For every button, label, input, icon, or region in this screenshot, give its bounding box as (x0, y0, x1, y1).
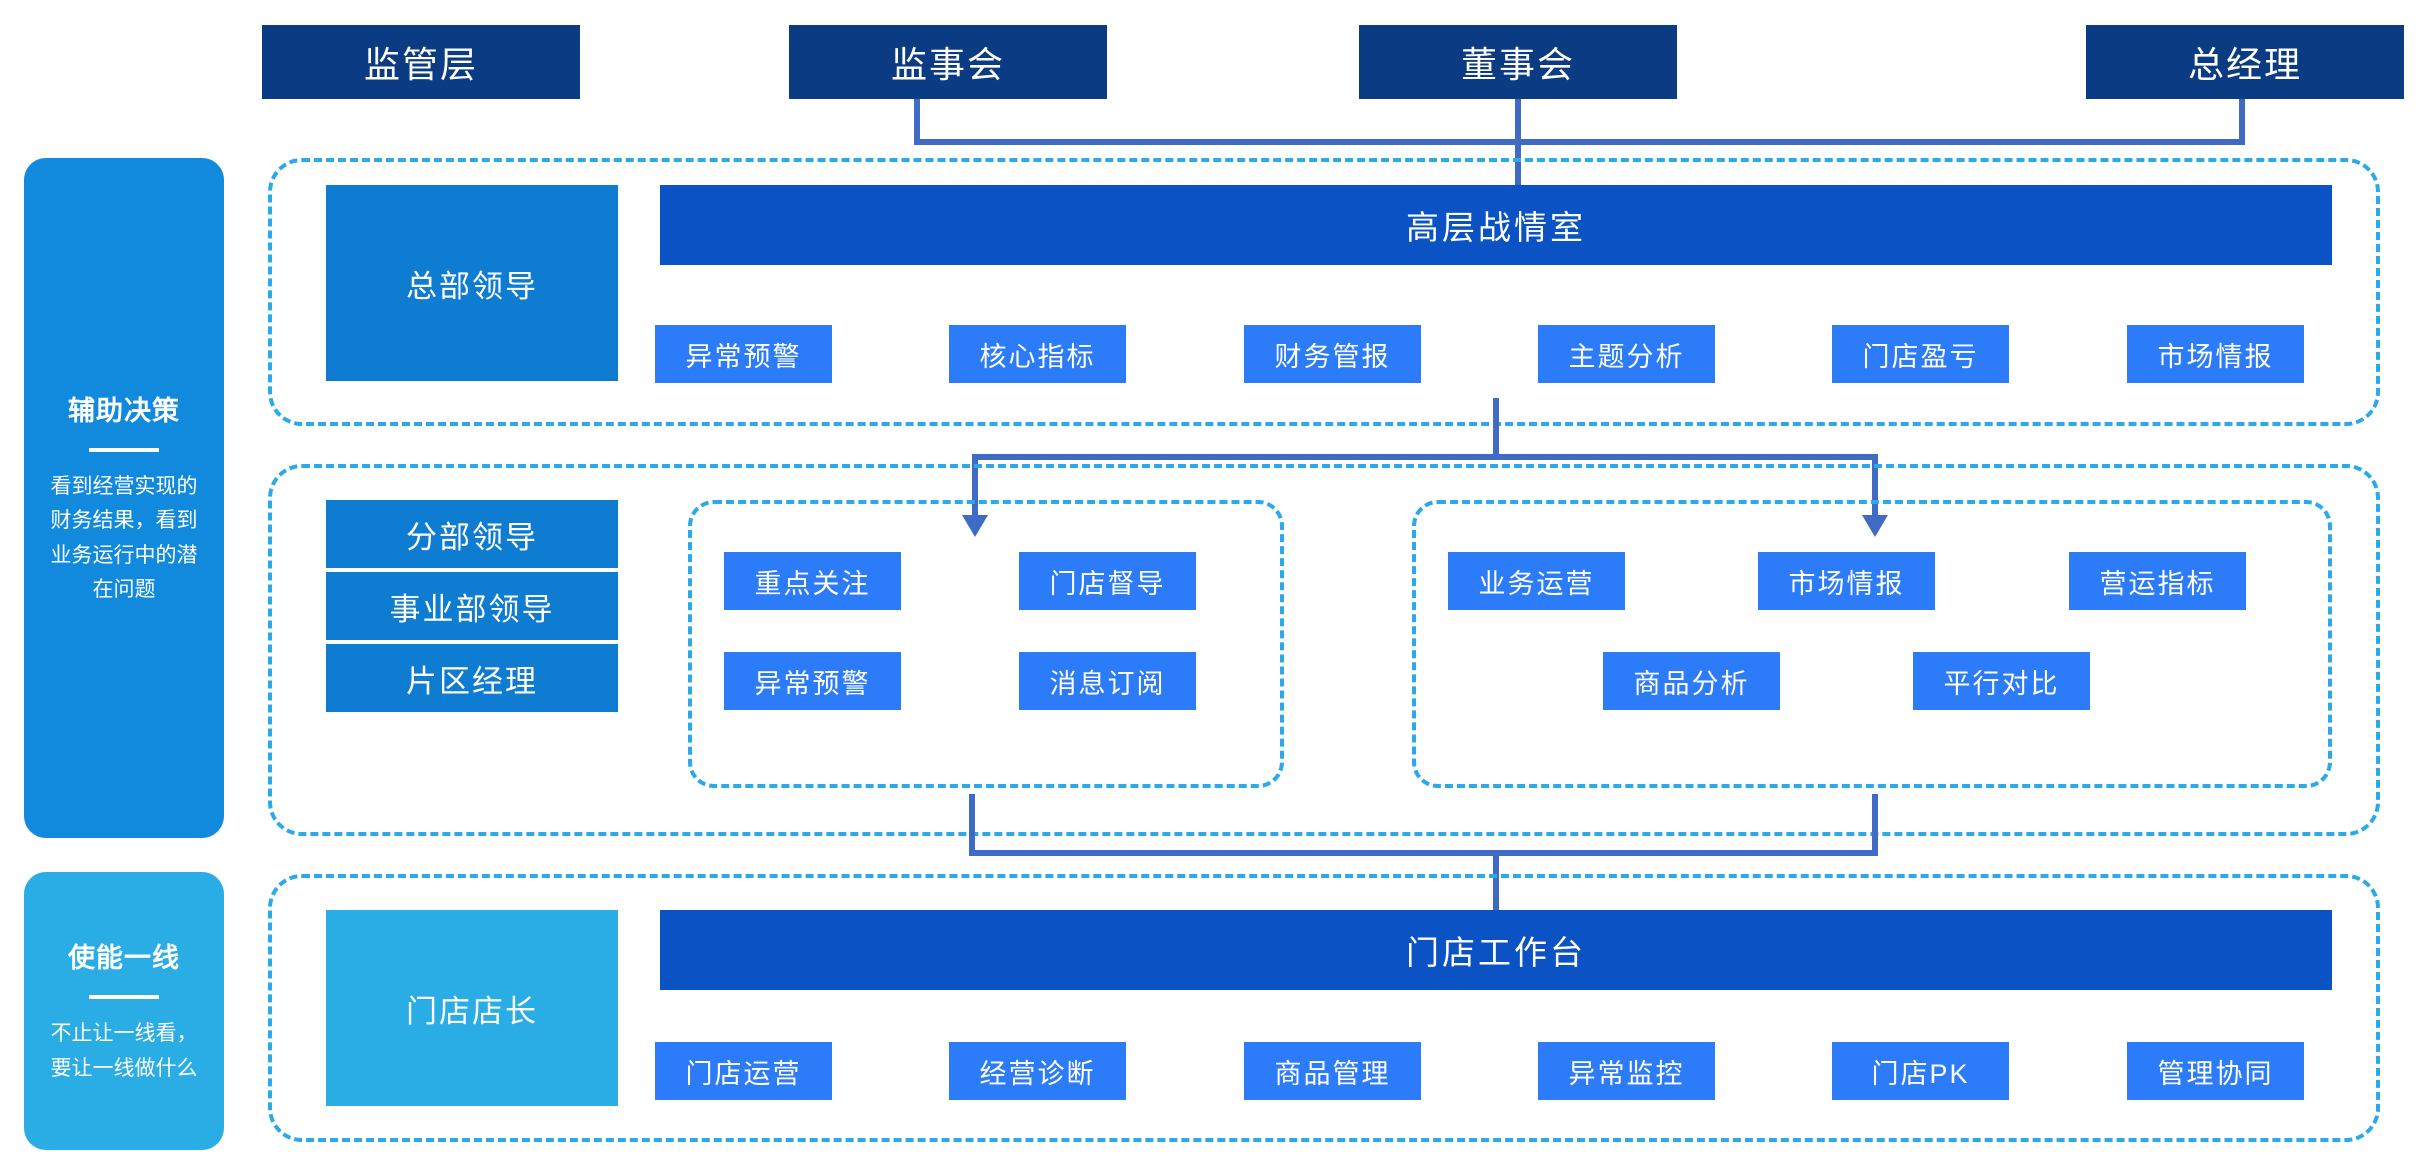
connector-left-group-drop (972, 454, 978, 520)
role-label: 门店店长 (406, 993, 538, 1029)
chip-operations-4[interactable]: 平行对比 (1913, 652, 2090, 710)
banner-store-workbench[interactable]: 门店工作台 (660, 910, 2332, 990)
section-hq-container (268, 158, 2380, 426)
chip-label: 异常预警 (685, 341, 802, 372)
rail-divider (89, 448, 159, 453)
chip-operations-3[interactable]: 商品分析 (1603, 652, 1780, 710)
role-area-manager[interactable]: 片区经理 (326, 644, 618, 712)
role-label: 片区经理 (406, 663, 538, 699)
rail-title: 使能一线 (68, 943, 180, 974)
rail-enable-frontline: 使能一线 不止让一线看，要让一线做什么 (24, 872, 224, 1150)
chip-label: 消息订阅 (1049, 668, 1166, 699)
chip-label: 重点关注 (754, 568, 871, 599)
chip-hq-0[interactable]: 异常预警 (655, 325, 832, 383)
rail-description: 不止让一线看，要让一线做什么 (50, 1022, 198, 1080)
chip-supervision-3[interactable]: 消息订阅 (1019, 652, 1196, 710)
chip-store-5[interactable]: 管理协同 (2127, 1042, 2304, 1100)
chip-hq-1[interactable]: 核心指标 (949, 325, 1126, 383)
chip-store-2[interactable]: 商品管理 (1244, 1042, 1421, 1100)
chip-label: 营运指标 (2099, 568, 2216, 599)
role-store-manager[interactable]: 门店店长 (326, 910, 618, 1106)
chip-label: 门店督导 (1049, 568, 1166, 599)
connector-left-group-up (969, 794, 975, 856)
chip-label: 门店盈亏 (1862, 341, 1979, 372)
gov-box-label: 监管层 (363, 44, 478, 85)
section-division-container (268, 464, 2380, 836)
chip-label: 经营诊断 (979, 1058, 1096, 1089)
connector-governance-bus (914, 139, 2245, 145)
role-hq-leadership[interactable]: 总部领导 (326, 185, 618, 381)
chip-label: 门店PK (1871, 1058, 1970, 1089)
chip-operations-0[interactable]: 业务运营 (1448, 552, 1625, 610)
chip-label: 管理协同 (2157, 1058, 2274, 1089)
connector-right-group-drop (1872, 454, 1878, 520)
chip-label: 门店运营 (685, 1058, 802, 1089)
chip-hq-5[interactable]: 市场情报 (2127, 325, 2304, 383)
banner-label: 高层战情室 (1406, 209, 1586, 246)
chip-store-4[interactable]: 门店PK (1832, 1042, 2009, 1100)
chip-supervision-2[interactable]: 异常预警 (724, 652, 901, 710)
rail-description: 看到经营实现的财务结果，看到业务运行中的潜在问题 (50, 475, 198, 601)
subgroup-operations-container (1412, 500, 2332, 788)
connector-store-bus (969, 850, 1878, 856)
connector-division-bus (972, 454, 1878, 460)
chip-label: 商品分析 (1633, 668, 1750, 699)
chip-hq-4[interactable]: 门店盈亏 (1832, 325, 2009, 383)
connector-board-drop (1515, 99, 1521, 191)
role-label: 分部领导 (406, 519, 538, 555)
connector-supervisory-drop (914, 99, 920, 145)
gov-box-board-of-directors[interactable]: 董事会 (1359, 25, 1677, 99)
chip-hq-3[interactable]: 主题分析 (1538, 325, 1715, 383)
chip-label: 异常监控 (1568, 1058, 1685, 1089)
role-business-unit-leadership[interactable]: 事业部领导 (326, 572, 618, 640)
chip-label: 异常预警 (754, 668, 871, 699)
rail-title: 辅助决策 (68, 396, 180, 427)
chip-label: 核心指标 (979, 341, 1096, 372)
chip-label: 主题分析 (1568, 341, 1685, 372)
role-division-leadership[interactable]: 分部领导 (326, 500, 618, 568)
role-label: 总部领导 (406, 268, 538, 304)
arrow-into-right-group (1862, 515, 1888, 537)
banner-executive-war-room[interactable]: 高层战情室 (660, 185, 2332, 265)
section-store-container (268, 874, 2380, 1142)
connector-right-group-up (1872, 794, 1878, 856)
chip-label: 平行对比 (1943, 668, 2060, 699)
banner-label: 门店工作台 (1406, 934, 1586, 971)
gov-box-label: 董事会 (1460, 44, 1575, 85)
gov-box-supervisory-board[interactable]: 监事会 (789, 25, 1107, 99)
arrow-into-left-group (962, 515, 988, 537)
subgroup-supervision-container (688, 500, 1284, 788)
role-label: 事业部领导 (389, 591, 555, 627)
chip-store-3[interactable]: 异常监控 (1538, 1042, 1715, 1100)
chip-operations-1[interactable]: 市场情报 (1758, 552, 1935, 610)
gov-box-label: 总经理 (2187, 44, 2302, 85)
gov-box-general-manager[interactable]: 总经理 (2086, 25, 2404, 99)
gov-box-regulator[interactable]: 监管层 (262, 25, 580, 99)
chip-label: 财务管报 (1274, 341, 1391, 372)
chip-label: 商品管理 (1274, 1058, 1391, 1089)
chip-hq-2[interactable]: 财务管报 (1244, 325, 1421, 383)
chip-supervision-0[interactable]: 重点关注 (724, 552, 901, 610)
chip-supervision-1[interactable]: 门店督导 (1019, 552, 1196, 610)
connector-store-drop (1493, 850, 1499, 918)
chip-label: 业务运营 (1478, 568, 1595, 599)
chip-label: 市场情报 (1788, 568, 1905, 599)
rail-decision-support: 辅助决策 看到经营实现的财务结果，看到业务运行中的潜在问题 (24, 158, 224, 838)
chip-operations-2[interactable]: 营运指标 (2069, 552, 2246, 610)
rail-divider (89, 995, 159, 1000)
connector-hq-down (1493, 398, 1499, 460)
chip-store-0[interactable]: 门店运营 (655, 1042, 832, 1100)
chip-store-1[interactable]: 经营诊断 (949, 1042, 1126, 1100)
gov-box-label: 监事会 (890, 44, 1005, 85)
chip-label: 市场情报 (2157, 341, 2274, 372)
connector-gm-drop (2239, 99, 2245, 145)
